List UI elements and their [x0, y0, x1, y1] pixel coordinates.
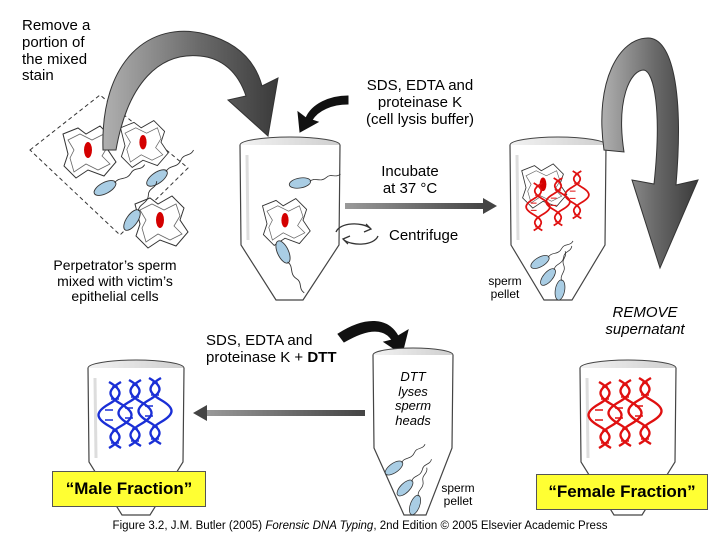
- tube-1: [239, 136, 343, 301]
- remove-supernatant-arrow: [601, 37, 699, 270]
- remove-portion-label: Remove a portion of the mixed stain: [22, 17, 91, 85]
- perpetrator-label: Perpetrator’s sperm mixed with victim’s …: [53, 257, 177, 305]
- sperm-pellet-top-label: sperm pellet: [488, 274, 522, 302]
- tube-2: [509, 136, 607, 302]
- centrifuge-icon: [335, 223, 379, 245]
- incubate-label: Incubate at 37 °C: [381, 163, 439, 197]
- male-transfer-arrow: [193, 405, 365, 421]
- centrifuge-label: Centrifuge: [389, 227, 459, 244]
- sds-dtt-label: SDS, EDTA and proteinase K + DTT: [206, 332, 337, 366]
- incubate-arrow: [345, 198, 497, 214]
- male-fraction-box: “Male Fraction”: [52, 471, 206, 507]
- lysis-buffer-label: SDS, EDTA and proteinase K (cell lysis b…: [365, 77, 475, 128]
- stain-sample: [29, 94, 199, 249]
- female-fraction-box: “Female Fraction”: [536, 474, 708, 510]
- sperm-pellet-bottom-label: sperm pellet: [441, 481, 475, 509]
- transfer-arrow: [102, 30, 279, 151]
- remove-supernatant-label: REMOVE supernatant: [605, 304, 685, 338]
- tube-dtt: [372, 347, 454, 517]
- figure-caption: Figure 3.2, J.M. Butler (2005) Forensic …: [112, 520, 608, 532]
- lysis-buffer-arrow: [297, 95, 349, 133]
- dtt-lyses-label: DTT lyses sperm heads: [394, 369, 432, 428]
